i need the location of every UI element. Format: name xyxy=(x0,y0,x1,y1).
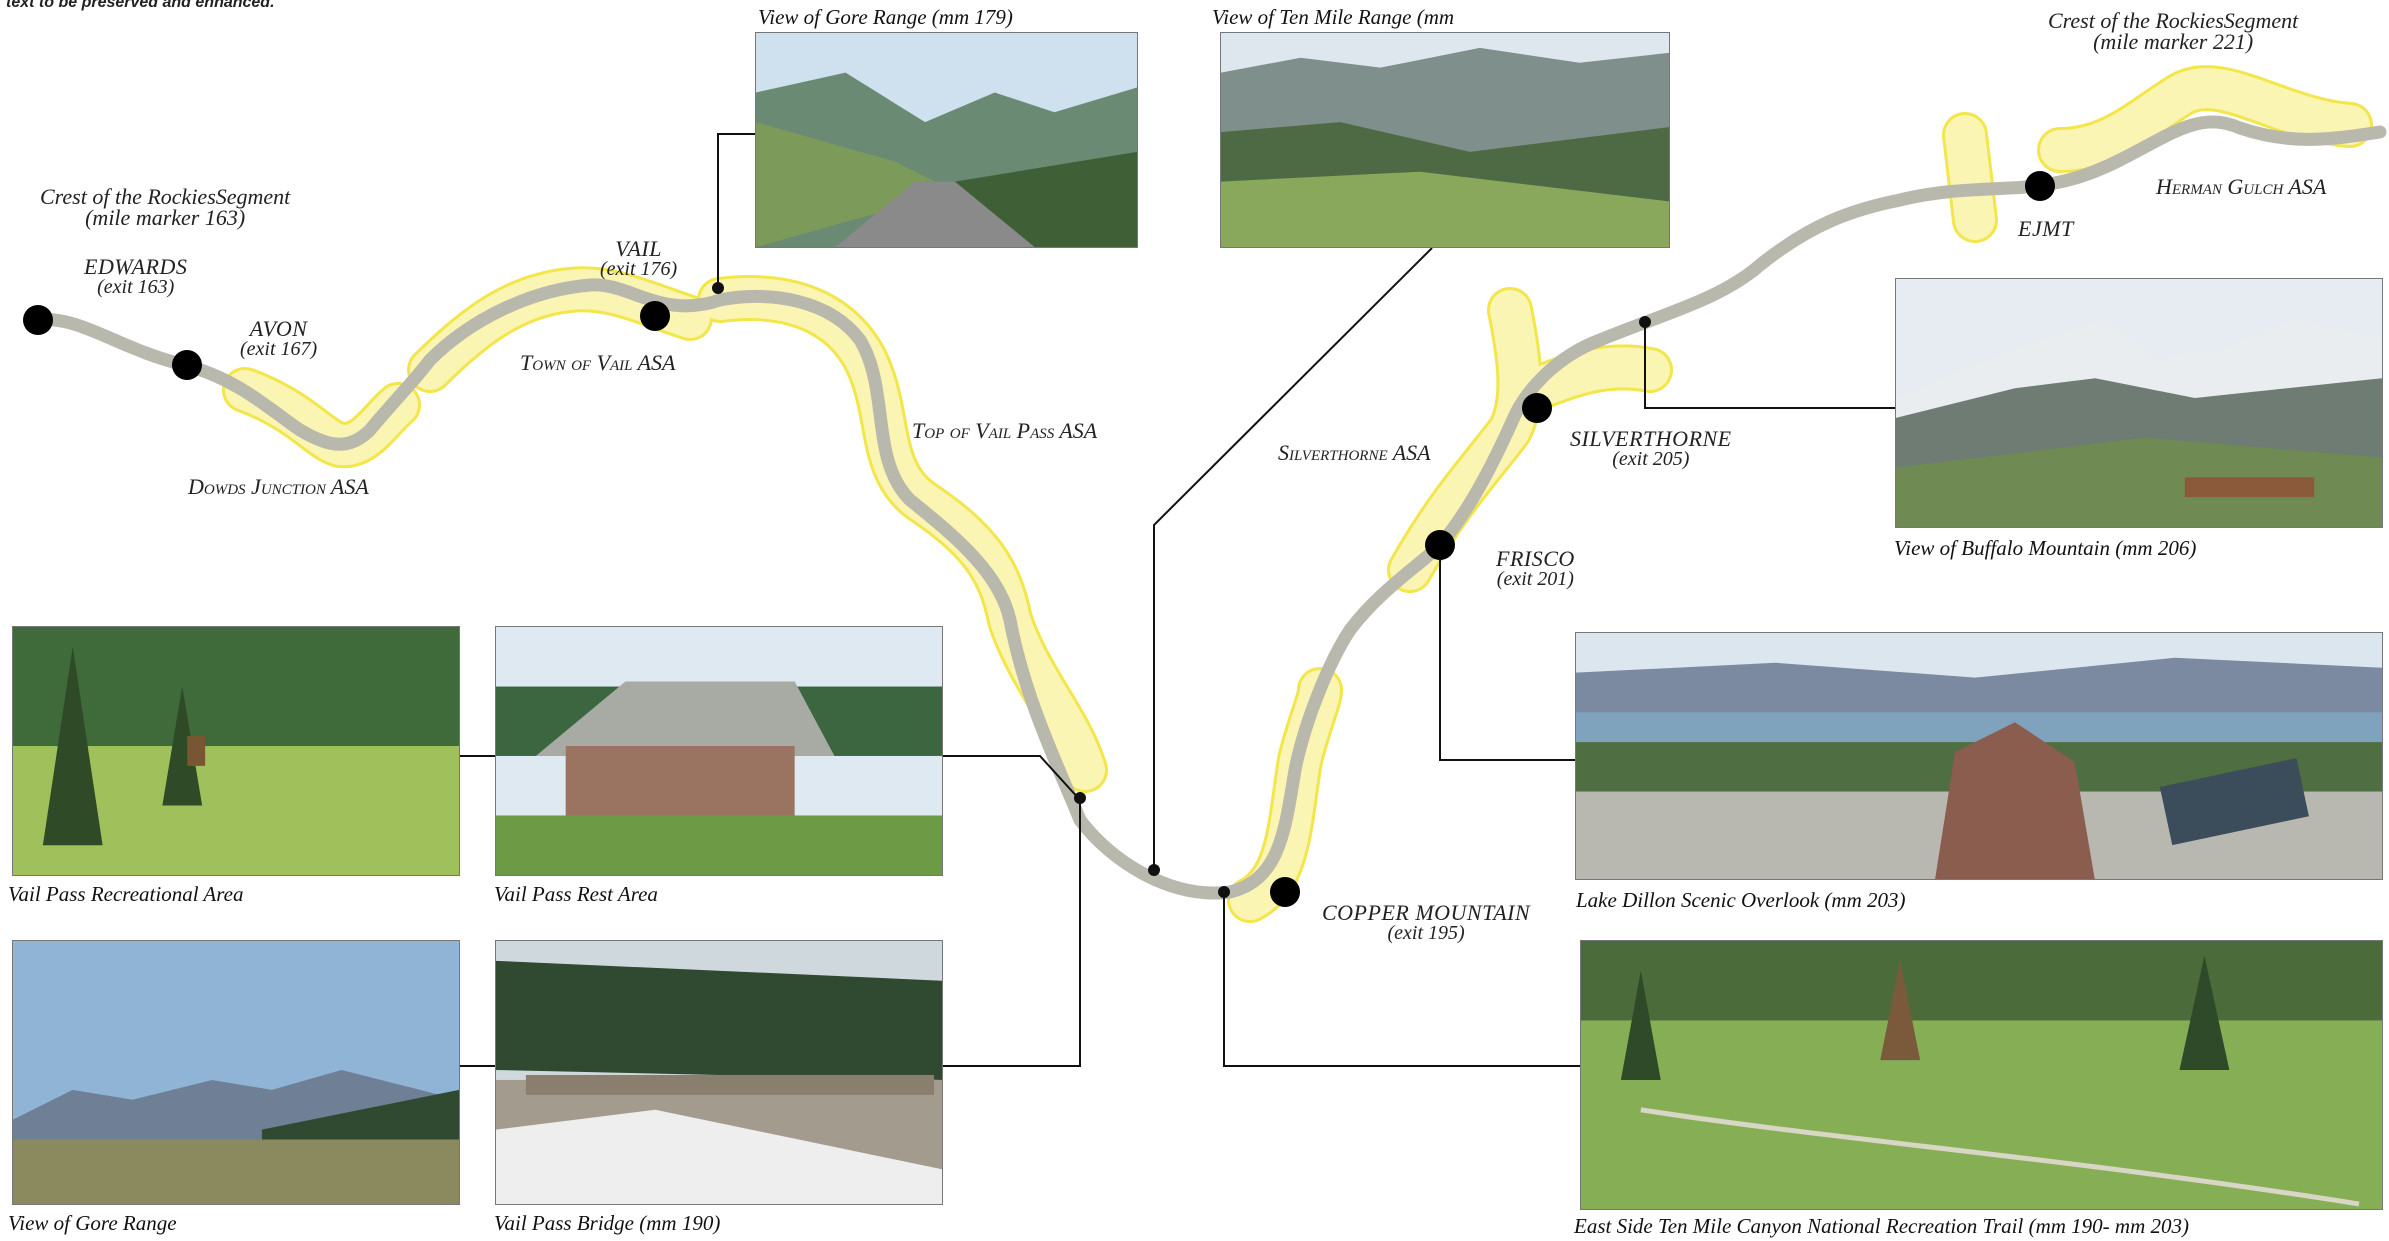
photo-ten-mile-range-image xyxy=(1221,33,1669,247)
town-avon-exit: (exit 167) xyxy=(240,338,318,360)
leader-anchor-dot xyxy=(1074,792,1086,804)
asa-town-of-vail: Town of Vail ASA xyxy=(520,350,676,375)
town-copper-name: COPPER MOUNTAIN xyxy=(1322,900,1531,925)
marker-avon xyxy=(172,350,202,380)
segment-west-milemarker: (mile marker 163) xyxy=(85,205,246,230)
town-avon: AVON (exit 167) xyxy=(240,318,317,360)
town-ejmt-name: EJMT xyxy=(2018,216,2074,241)
caption-ten-mile-trail: East Side Ten Mile Canyon National Recre… xyxy=(1574,1214,2189,1238)
caption-buffalo-mountain: View of Buffalo Mountain (mm 206) xyxy=(1894,536,2197,560)
town-copper-exit: (exit 195) xyxy=(1387,922,1465,944)
leader-anchor-dot xyxy=(1639,316,1651,328)
town-silverthorne: SILVERTHORNE (exit 205) xyxy=(1570,428,1732,470)
marker-copper xyxy=(1270,877,1300,907)
photo-ten-mile-range xyxy=(1220,32,1670,248)
marker-ejmt xyxy=(2025,171,2055,201)
leader-anchor-dot xyxy=(1218,886,1230,898)
town-ejmt: EJMT xyxy=(2018,216,2074,241)
marker-silverthorne xyxy=(1522,393,1552,423)
town-edwards: EDWARDS (exit 163) xyxy=(84,256,187,298)
segment-west-title: Crest of the RockiesSegment xyxy=(40,184,291,209)
town-vail-name: VAIL xyxy=(615,236,662,261)
leader-buffalo-mountain xyxy=(1644,322,1895,409)
segment-west-label: Crest of the RockiesSegment (mile marker… xyxy=(40,184,291,230)
town-silverthorne-exit: (exit 205) xyxy=(1612,448,1690,470)
leader-anchor-dot xyxy=(1148,864,1160,876)
i70-route xyxy=(31,115,2387,900)
town-avon-name: AVON xyxy=(249,316,308,341)
asa-silverthorne: Silverthorne ASA xyxy=(1278,440,1431,465)
leader-ten-mile-range xyxy=(1153,247,1433,870)
leader-ten-mile-trail xyxy=(1223,892,1580,1067)
caption-ten-mile-range: View of Ten Mile Range (mm xyxy=(1212,5,1455,29)
leader-lake-dillon xyxy=(1439,560,1575,761)
town-frisco-exit: (exit 201) xyxy=(1496,568,1574,590)
segment-east-title: Crest of the RockiesSegment xyxy=(2048,8,2299,33)
asa-herman-gulch: Herman Gulch ASA xyxy=(2156,174,2327,199)
segment-east-milemarker: (mile marker 221) xyxy=(2093,29,2254,54)
marker-edwards xyxy=(23,305,53,335)
marker-vail xyxy=(640,301,670,331)
photo-vail-pass-bridge-image xyxy=(496,941,942,1204)
photo-buffalo-mountain xyxy=(1895,278,2383,528)
photo-vail-pass-rest-image xyxy=(496,627,942,875)
corridor-herman-gulch-fill xyxy=(2040,68,2370,170)
corridor-ejmt-fill xyxy=(1945,115,1995,240)
leader-vail-pass-bridge xyxy=(943,798,1081,1067)
photo-gore-range xyxy=(12,940,460,1205)
leader-gore-range-179 xyxy=(717,133,755,288)
photo-lake-dillon xyxy=(1575,632,2383,880)
photo-vail-pass-rec xyxy=(12,626,460,876)
photo-ten-mile-trail-image xyxy=(1581,941,2382,1209)
caption-gore-range-179: View of Gore Range (mm 179) xyxy=(758,5,1013,29)
caption-gore-range: View of Gore Range xyxy=(8,1211,177,1235)
photo-gore-range-image xyxy=(13,941,459,1204)
top-note: text to be preserved and enhanced. xyxy=(6,0,275,11)
caption-vail-pass-rest: Vail Pass Rest Area xyxy=(494,882,658,906)
town-copper-mountain: COPPER MOUNTAIN (exit 195) xyxy=(1322,902,1530,944)
photo-vail-pass-rec-image xyxy=(13,627,459,875)
photo-ten-mile-trail xyxy=(1580,940,2383,1210)
photo-lake-dillon-image xyxy=(1576,633,2382,879)
photo-buffalo-mountain-image xyxy=(1896,279,2382,527)
photo-vail-pass-rest xyxy=(495,626,943,876)
photo-gore-range-179 xyxy=(755,32,1138,248)
leader-vail-pass-rest xyxy=(943,755,1081,801)
photo-gore-range-179-image xyxy=(756,33,1137,247)
caption-vail-pass-rec: Vail Pass Recreational Area xyxy=(8,882,244,906)
town-edwards-exit: (exit 163) xyxy=(97,276,175,298)
town-silverthorne-name: SILVERTHORNE xyxy=(1570,426,1732,451)
leader-anchor-dot xyxy=(712,282,724,294)
segment-east-label: Crest of the RockiesSegment (mile marker… xyxy=(2048,8,2299,54)
town-vail-exit: (exit 176) xyxy=(600,258,678,280)
town-edwards-name: EDWARDS xyxy=(84,254,188,279)
photo-vail-pass-bridge xyxy=(495,940,943,1205)
caption-lake-dillon: Lake Dillon Scenic Overlook (mm 203) xyxy=(1576,888,1906,912)
town-vail: VAIL (exit 176) xyxy=(600,238,677,280)
asa-dowds-junction: Dowds Junction ASA xyxy=(188,474,369,499)
asa-top-of-vail-pass: Top of Vail Pass ASA xyxy=(912,418,1098,443)
town-markers xyxy=(23,171,2055,907)
town-frisco: FRISCO (exit 201) xyxy=(1496,548,1575,590)
town-frisco-name: FRISCO xyxy=(1496,546,1575,571)
leader-lines xyxy=(460,133,1895,1067)
marker-frisco xyxy=(1425,530,1455,560)
caption-vail-pass-bridge: Vail Pass Bridge (mm 190) xyxy=(494,1211,721,1235)
